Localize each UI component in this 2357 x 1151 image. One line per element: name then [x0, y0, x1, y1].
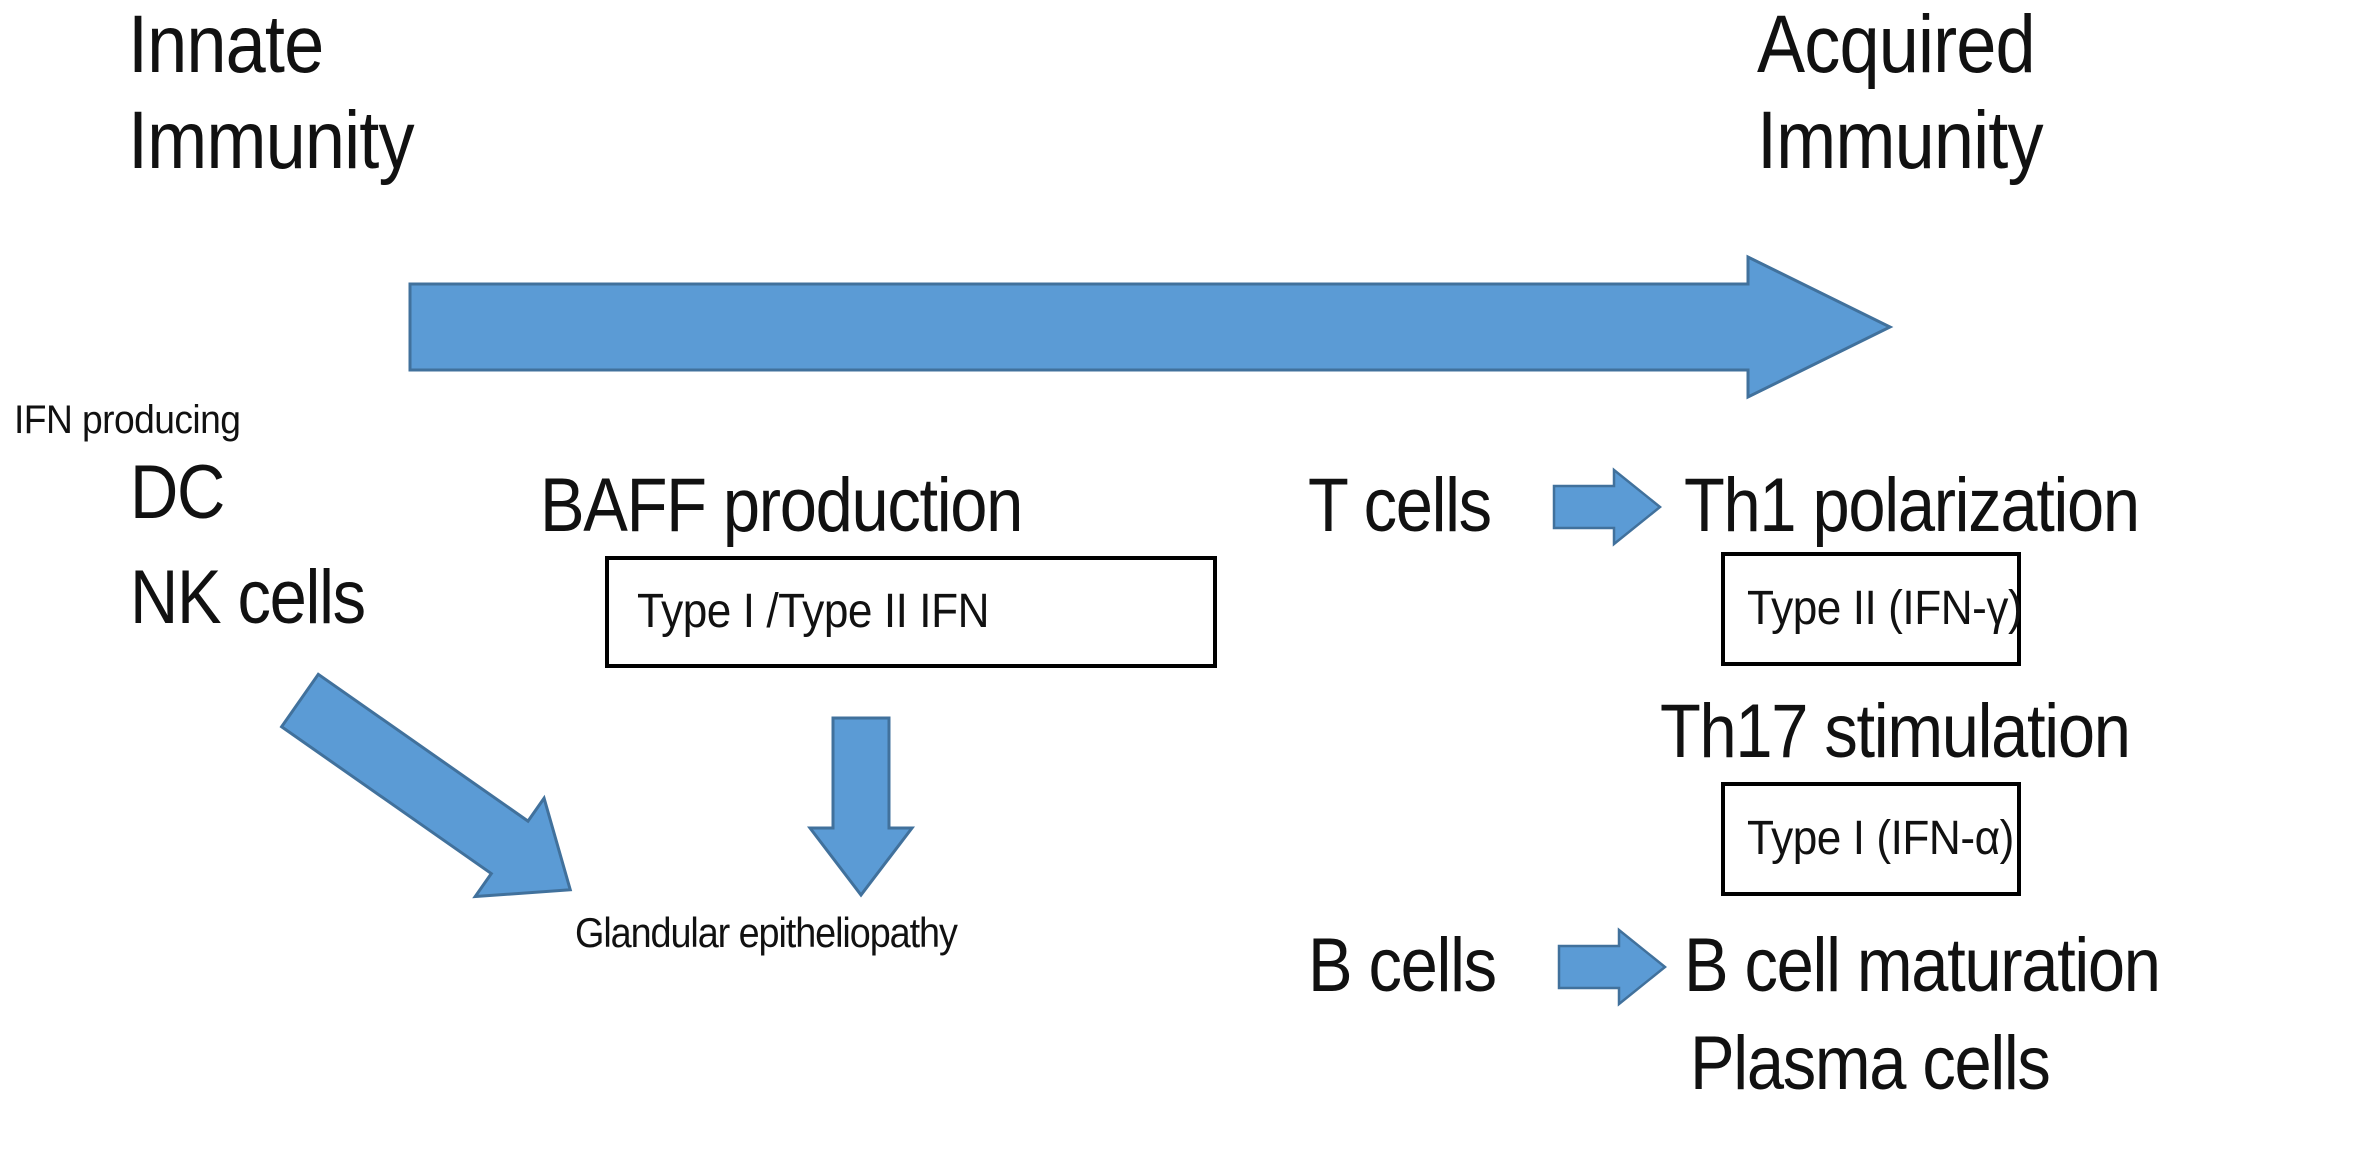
acquired-source-b-cells: B cells — [1308, 923, 1497, 1008]
baff-production-title: BAFF production — [540, 463, 1023, 548]
acquired-source-t-cells: T cells — [1308, 463, 1492, 548]
nk-to-glandular-arrow — [279, 672, 646, 932]
arrow-shape — [1552, 467, 1662, 547]
baff-ifn-type-text: Type I /Type II IFN — [637, 585, 990, 638]
innate-cell-dc: DC — [130, 450, 225, 535]
innate-immunity-heading-line1: Innate — [128, 0, 324, 90]
th1-ifn-type-box: Type II (IFN-γ) — [1721, 552, 2023, 666]
acquired-immunity-heading-line1: Acquired — [1757, 0, 2036, 90]
th1-polarization-label: Th1 polarization — [1684, 463, 2140, 548]
b-cells-arrow — [1557, 927, 1669, 1007]
th17-ifn-type-text: Type I (IFN-α) — [1747, 812, 2014, 865]
acquired-immunity-heading-line2: Immunity — [1757, 95, 2044, 186]
th17-ifn-type-box: Type I (IFN-α) — [1721, 782, 2021, 896]
arrow-shape — [806, 716, 916, 898]
glandular-epitheliopathy-label: Glandular epitheliopathy — [575, 909, 958, 956]
th1-ifn-type-text: Type II (IFN-γ) — [1747, 582, 2023, 635]
arrow-shape — [1557, 927, 1667, 1007]
baff-ifn-type-box: Type I /Type II IFN — [605, 556, 1217, 668]
baff-to-glandular-arrow — [806, 716, 916, 898]
arrow-shape — [279, 672, 573, 899]
arrow-shape — [408, 254, 1894, 400]
b-cell-maturation-label: B cell maturation — [1684, 923, 2161, 1008]
th17-stimulation-label: Th17 stimulation — [1660, 689, 2131, 774]
innate-immunity-heading-line2: Immunity — [128, 95, 415, 186]
innate-cell-nk: NK cells — [130, 555, 366, 640]
innate-to-acquired-arrow — [408, 252, 1896, 402]
t-cells-arrow — [1552, 467, 1664, 547]
plasma-cells-label: Plasma cells — [1690, 1021, 2051, 1106]
ifn-producing-caption: IFN producing — [14, 398, 241, 442]
